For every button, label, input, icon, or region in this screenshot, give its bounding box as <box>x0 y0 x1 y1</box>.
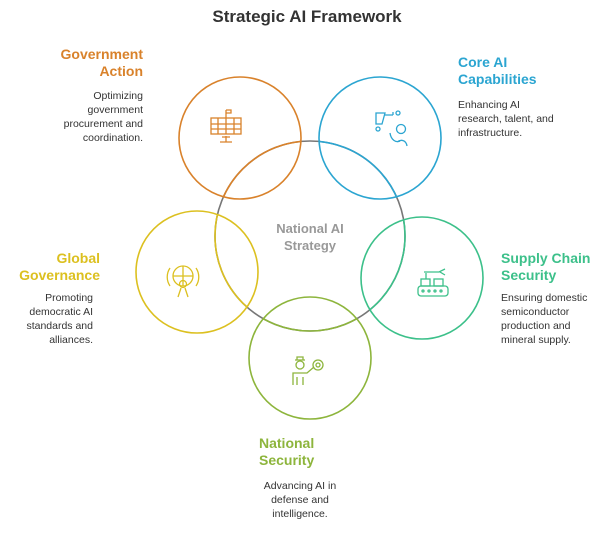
desc-line: intelligence. <box>272 508 328 520</box>
desc-line: research, talent, and <box>458 113 554 125</box>
supply-desc: Ensuring domestic semiconductor production… <box>501 291 587 347</box>
desc-line: mineral supply. <box>501 334 571 346</box>
global-desc: Promoting democratic AI standards and allia… <box>26 291 93 347</box>
national-circle <box>248 296 372 420</box>
national-title-line1: National <box>259 435 315 451</box>
global-title-line1: Global <box>56 250 100 266</box>
desc-line: democratic AI <box>29 306 93 318</box>
global-title-line2: Governance <box>19 267 100 283</box>
core-desc: Enhancing AI research, talent, and infrast… <box>458 98 554 140</box>
desc-line: procurement and <box>63 118 143 130</box>
globe-broadcast-icon <box>166 265 200 298</box>
page-title: Strategic AI Framework <box>212 7 402 26</box>
supply-circle <box>360 216 484 340</box>
supply-title-line2: Security <box>501 267 557 283</box>
desc-line: defense and <box>271 494 329 506</box>
desc-line: coordination. <box>82 132 143 144</box>
desc-line: Enhancing AI <box>458 99 520 111</box>
core-title-line2: Capabilities <box>458 71 537 87</box>
desc-line: Optimizing <box>93 90 143 102</box>
desc-line: Promoting <box>45 292 93 304</box>
officer-gear-icon <box>292 356 324 385</box>
desc-line: alliances. <box>49 334 93 346</box>
desc-line: semiconductor <box>501 306 570 318</box>
global-circle <box>135 210 259 334</box>
government-circle <box>178 76 302 200</box>
center-label: National AI Strategy <box>240 220 380 254</box>
government-building-icon <box>210 109 242 143</box>
national-desc: Advancing AI in defense and intelligence. <box>240 479 360 521</box>
center-label-line2: Strategy <box>283 238 337 253</box>
core-circle <box>318 76 442 200</box>
core-title-line1: Core AI <box>458 54 508 70</box>
desc-line: standards and <box>26 320 93 332</box>
robot-arm-person-icon <box>375 110 408 147</box>
conveyor-belt-icon <box>417 268 449 297</box>
government-title-line2: Action <box>99 63 143 79</box>
national-title-line2: Security <box>259 452 315 468</box>
desc-line: infrastructure. <box>458 127 523 139</box>
government-title-line1: Government <box>60 46 143 62</box>
supply-title-line1: Supply Chain <box>501 250 591 266</box>
desc-line: production and <box>501 320 571 332</box>
center-label-line1: National AI <box>276 221 344 236</box>
government-desc: Optimizing government procurement and coord… <box>64 89 143 145</box>
desc-line: Advancing AI in <box>263 480 337 492</box>
desc-line: Ensuring domestic <box>501 292 588 304</box>
desc-line: government <box>87 104 143 116</box>
